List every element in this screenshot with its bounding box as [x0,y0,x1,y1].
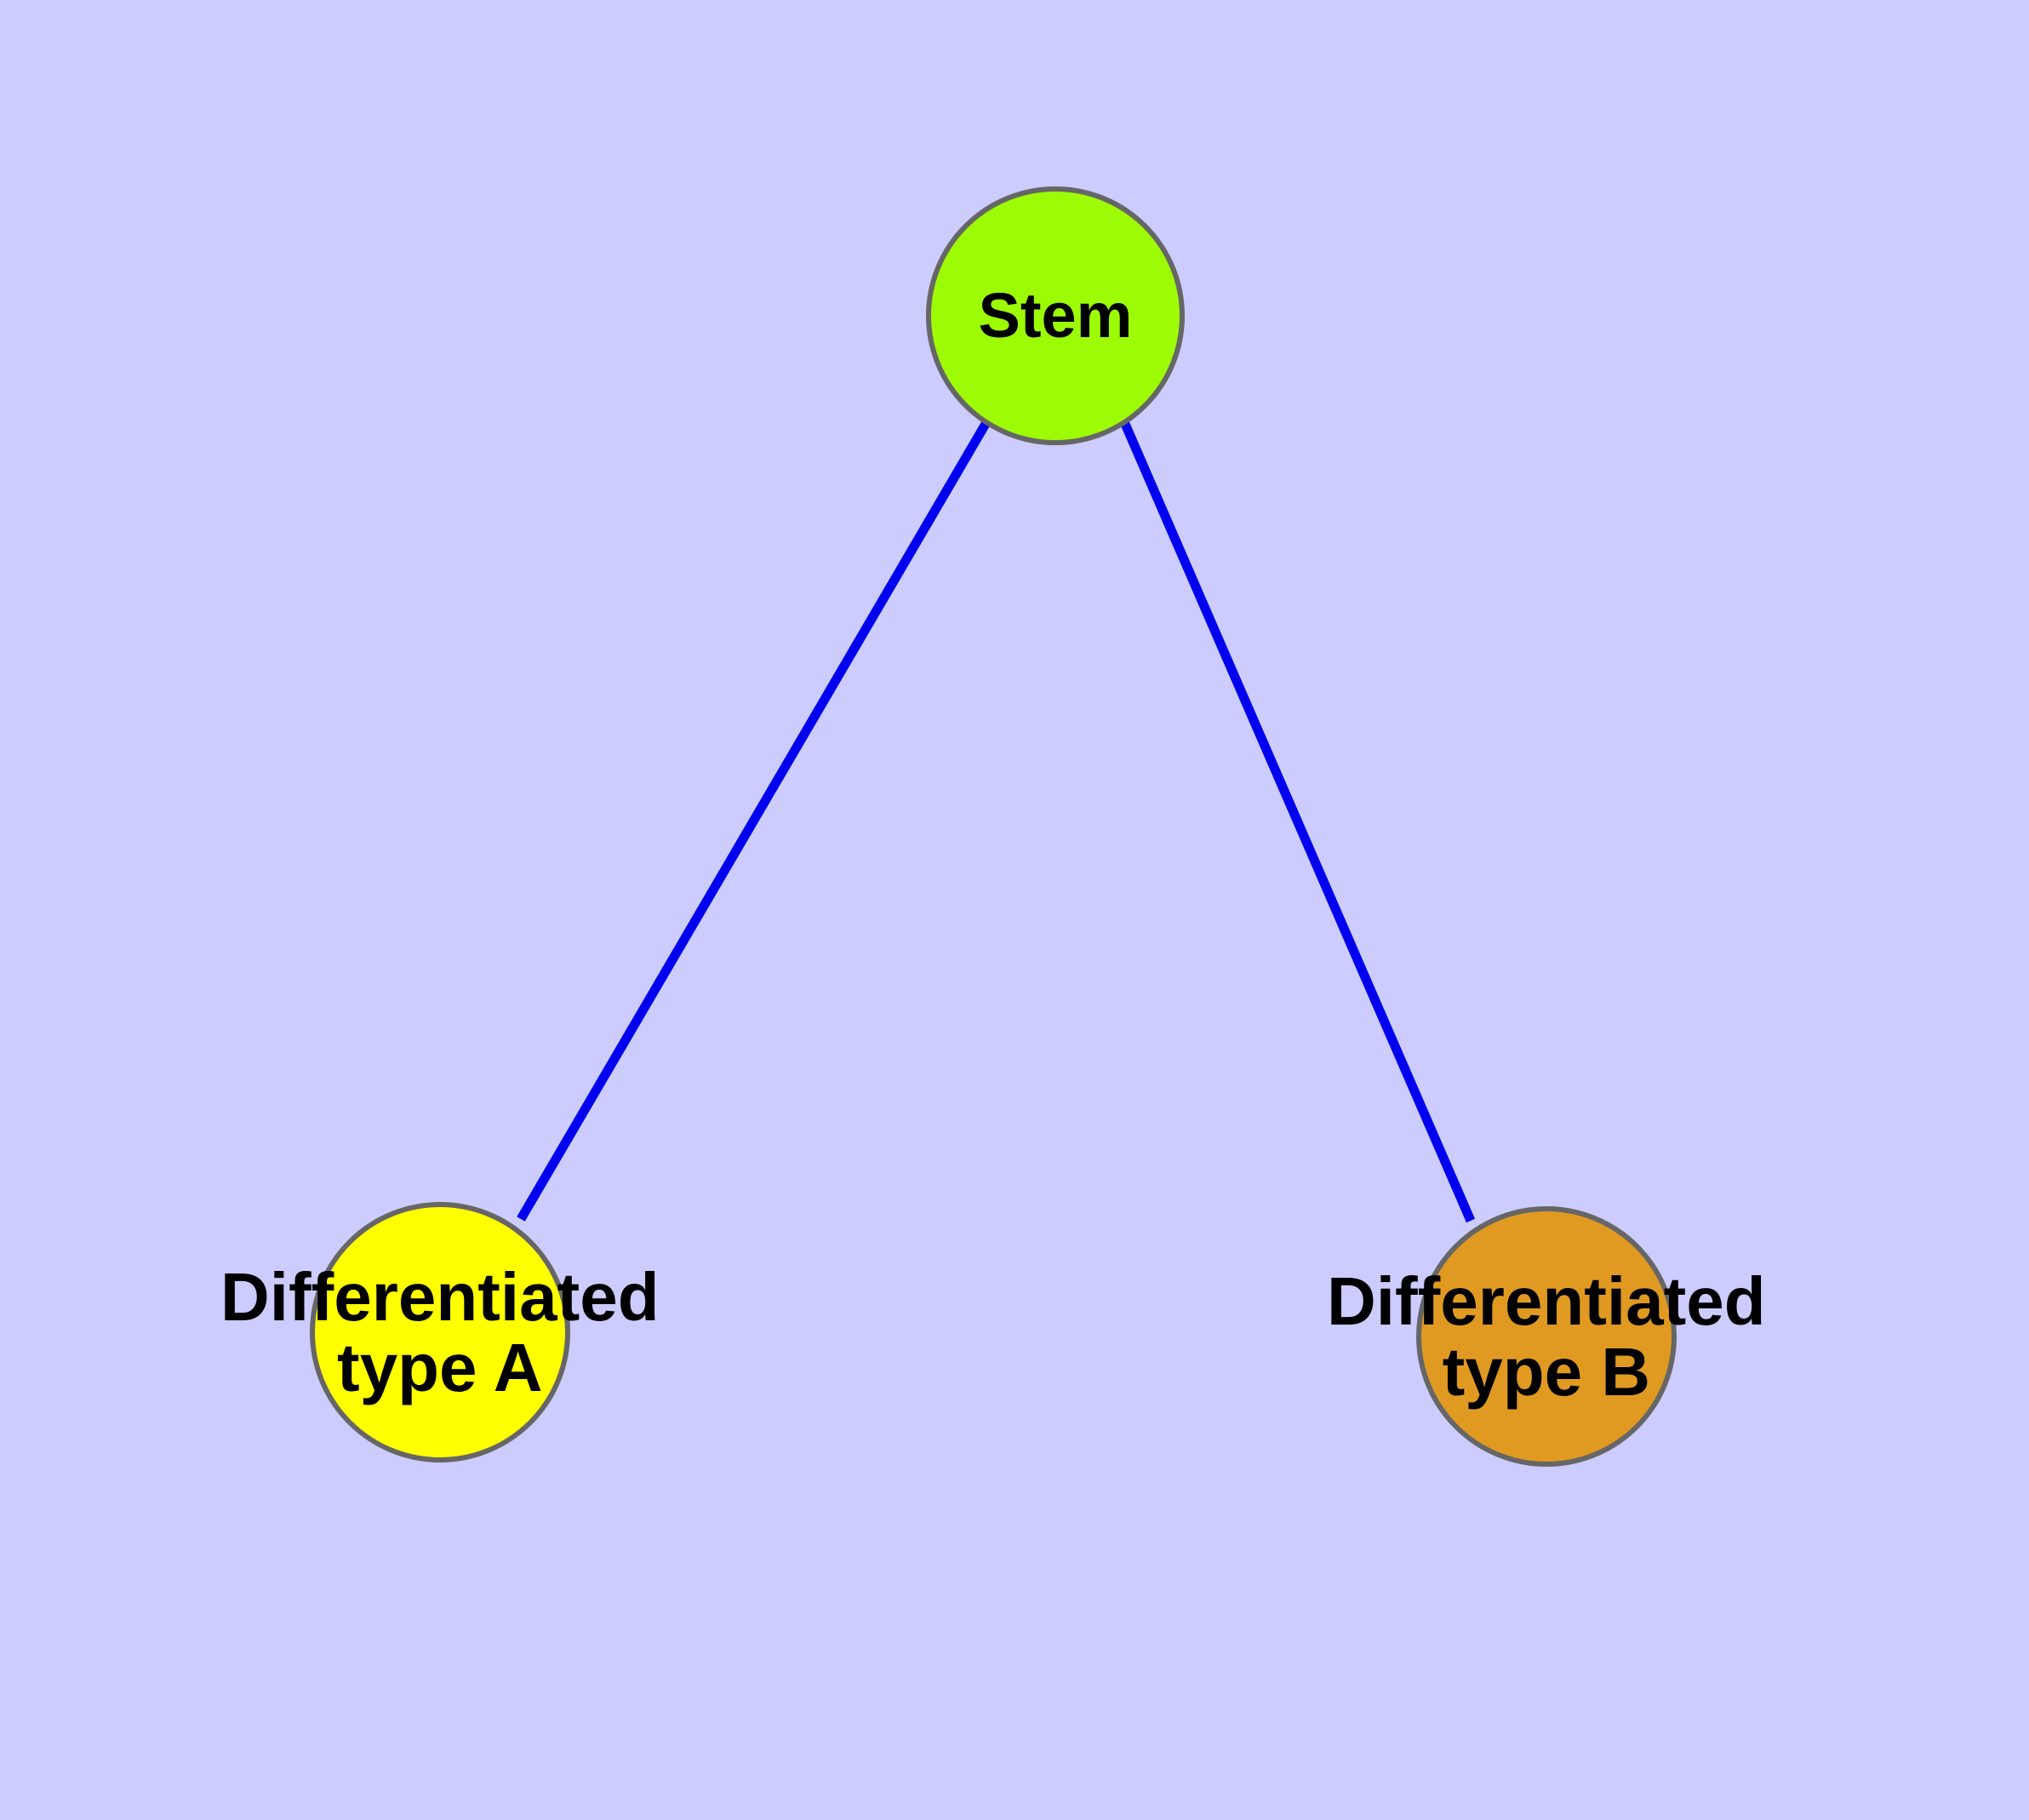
edge-stem-to-differentiated-a [517,421,990,1222]
node-differentiated-type-a[interactable] [310,1202,570,1462]
edge-stem-to-differentiated-b [1120,421,1476,1223]
node-stem[interactable] [926,186,1185,445]
node-differentiated-type-b[interactable] [1416,1206,1677,1467]
